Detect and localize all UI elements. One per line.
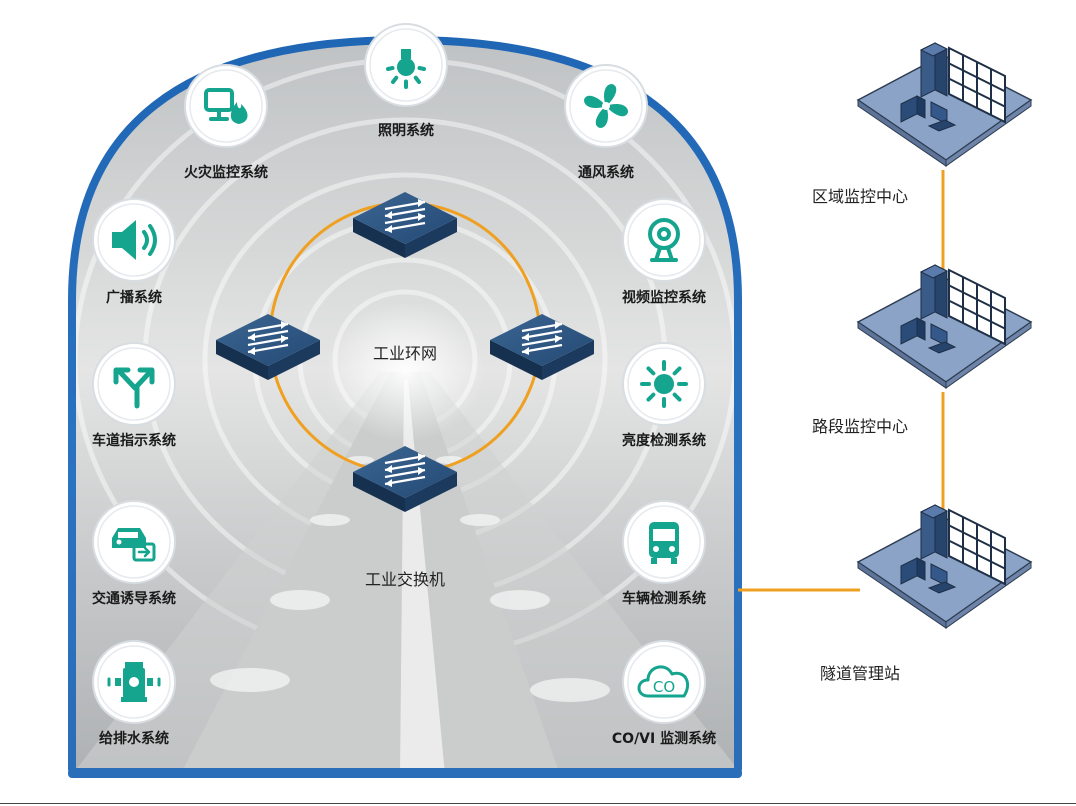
label-ventilation: 通风系统: [578, 165, 634, 181]
co-glyph: CO: [653, 678, 675, 696]
tunnel-base-bar: [68, 768, 742, 778]
label-video: 视频监控系统: [622, 290, 706, 306]
co-cloud-icon: CO: [622, 640, 706, 724]
industrial-switch: [353, 446, 457, 512]
switch-label: 工业交换机: [364, 570, 446, 589]
monitoring-site: [856, 264, 1033, 389]
label-broadcast: 广播系统: [106, 290, 162, 306]
speaker-icon: [92, 198, 176, 282]
hydrant-icon: [92, 640, 176, 724]
bottom-divider: [0, 803, 1076, 804]
site-label-station: 隧道管理站: [819, 664, 901, 683]
industrial-switch: [216, 314, 320, 380]
fire-monitor-icon: [184, 64, 268, 148]
label-brightness: 亮度检测系统: [622, 433, 706, 449]
webcam-icon: [622, 198, 706, 282]
label-lane: 车道指示系统: [92, 433, 176, 449]
site-label-section: 路段监控中心: [811, 417, 909, 436]
ring-network-label: 工业环网: [372, 344, 438, 363]
bus-icon: [622, 500, 706, 584]
fan-icon: [564, 64, 648, 148]
industrial-switch: [353, 192, 457, 258]
label-fire: 火灾监控系统: [184, 165, 268, 181]
monitoring-site: [856, 504, 1033, 629]
sun-icon: [622, 342, 706, 426]
label-water: 给排水系统: [99, 731, 169, 747]
lane-arrow-icon: [92, 342, 176, 426]
label-guidance: 交通诱导系统: [92, 591, 176, 607]
monitoring-site: [856, 42, 1033, 167]
light-bulb-icon: [364, 23, 448, 107]
label-vehicle: 车辆检测系统: [622, 591, 706, 607]
industrial-switch: [490, 314, 594, 380]
label-lighting: 照明系统: [378, 123, 434, 139]
car-guidance-icon: [92, 500, 176, 584]
label-co: CO/VI 监测系统: [611, 731, 717, 747]
site-label-regional: 区域监控中心: [811, 187, 909, 206]
site-links: [738, 170, 945, 592]
